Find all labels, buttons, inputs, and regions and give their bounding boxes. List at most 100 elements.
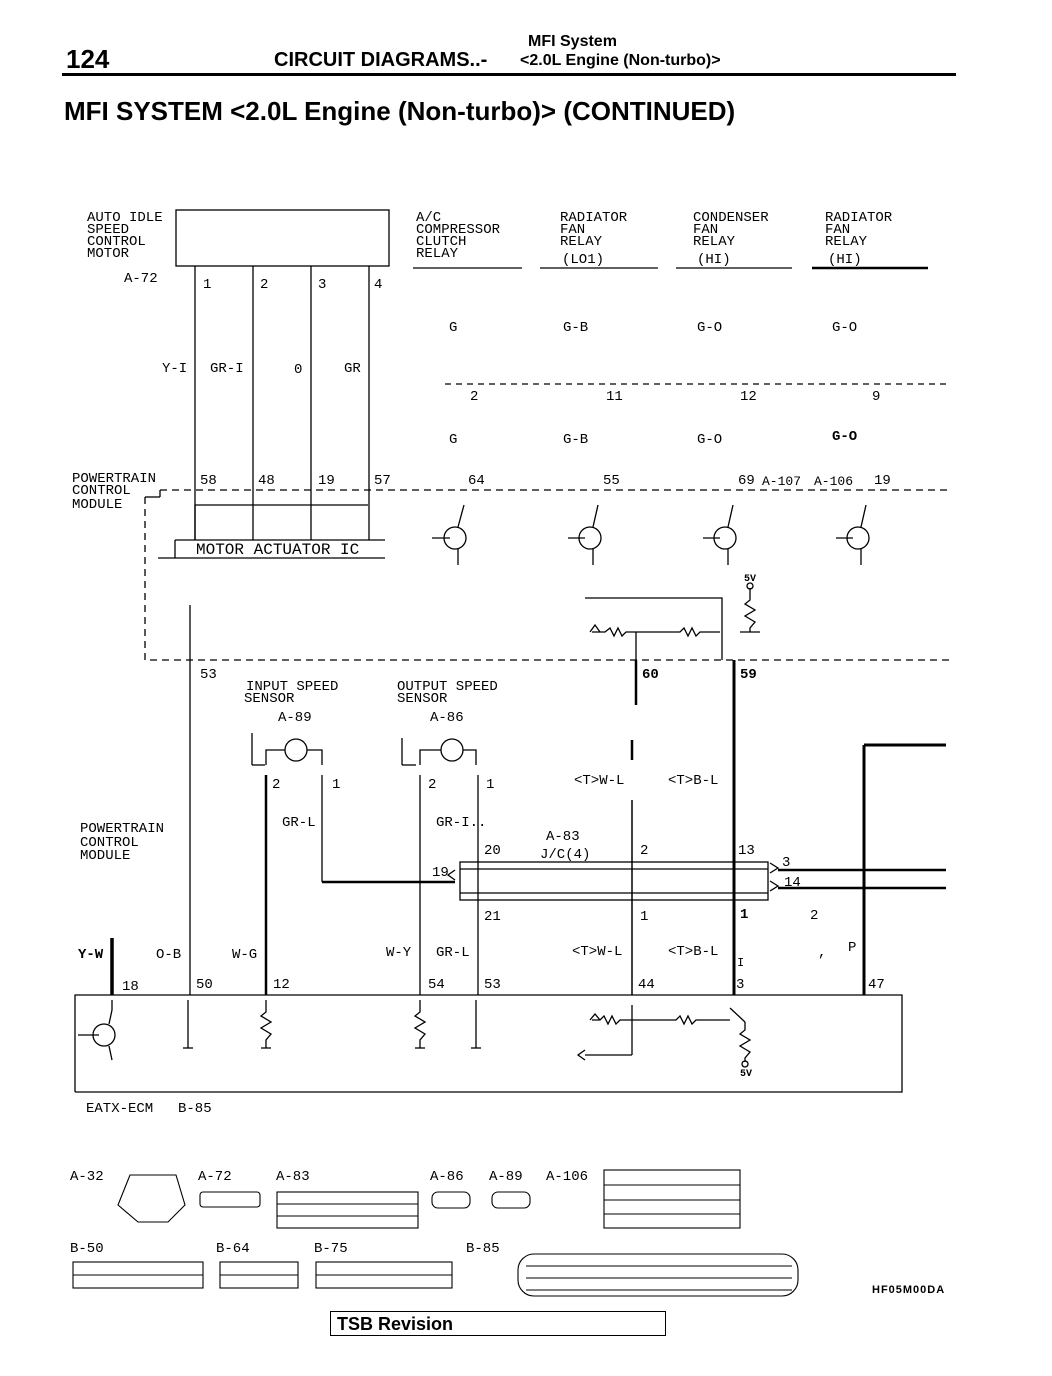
relay-pin-mid-3: 12 [740, 389, 757, 405]
rad-fan-hi-label-1: RADIATOR [825, 210, 893, 226]
pcm-pin-48: 48 [258, 473, 275, 489]
relay-wire-bot-3: G-O [697, 432, 722, 448]
output-sensor-label-1: OUTPUT SPEED [397, 679, 498, 695]
idle-motor-label-1: AUTO IDLE [87, 210, 163, 226]
jc-pin-2b: 2 [810, 908, 818, 924]
page-title: MFI SYSTEM <2.0L Engine (Non-turbo)> (CO… [64, 96, 736, 126]
rad-fan-hi-label-3: RELAY [825, 234, 868, 250]
relay-wire-top-3: G-O [697, 320, 722, 336]
ecm-wire-tw-l: <T>W-L [572, 944, 622, 960]
wire-idle-2: GR-I [210, 361, 244, 377]
jc-pin-20: 20 [484, 843, 501, 859]
jc-pin-14: 14 [784, 875, 801, 891]
idle-motor-label-2: SPEED [87, 222, 129, 238]
connector-a89 [491, 1191, 531, 1209]
wire-idle-4: GR [344, 361, 361, 377]
jc-wire-gr-l: GR-L [282, 815, 316, 831]
page-number: 124 [66, 44, 110, 74]
input-sensor-label-1: INPUT SPEED [246, 679, 338, 695]
ecm-pin-18: 18 [122, 979, 139, 995]
ecm-pin-54: 54 [428, 977, 445, 993]
conn-label-b50: B-50 [70, 1241, 104, 1257]
jc-pin-1b: 1 [740, 907, 748, 923]
pcm-top-label-2: CONTROL [72, 483, 131, 499]
relay-pin-mid-1: 2 [470, 389, 478, 405]
cond-fan-hi-label-3: RELAY [693, 234, 736, 250]
v5-bot: 5V [740, 1069, 752, 1080]
idle-motor-label-4: MOTOR [87, 246, 130, 262]
jc-label: J/C(4) [540, 847, 590, 863]
jc-pin-2: 2 [640, 843, 648, 859]
ecm-wire-y-w: Y-W [78, 947, 104, 963]
pin-60: 60 [642, 667, 659, 683]
rad-fan-lo-label-3: RELAY [560, 234, 603, 250]
idle-pin-1: 1 [203, 277, 211, 293]
wire-idle-1: Y-I [162, 361, 187, 377]
ecm-pin-12: 12 [273, 977, 290, 993]
ecm-wire-o-b: O-B [156, 947, 181, 963]
output-pin-1: 1 [486, 777, 494, 793]
relay-pin-mid-2: 11 [606, 389, 623, 405]
jc-wire-gr-i: GR-I.. [436, 815, 486, 831]
relay-wire-top-4: G-O [832, 320, 857, 336]
ecm-wire-w-g: W-G [232, 947, 257, 963]
misc-i: I [737, 956, 744, 970]
cond-fan-hi-label-4: (HI) [697, 252, 731, 268]
connector-a83 [276, 1191, 419, 1229]
jc-pin-19: 19 [432, 865, 449, 881]
input-sensor-connector: A-89 [278, 710, 312, 726]
jc-pin-3: 3 [782, 855, 790, 871]
cond-fan-hi-label-1: CONDENSER [693, 210, 769, 226]
misc-comma: , [818, 945, 826, 961]
pcm-top-label-3: MODULE [72, 497, 122, 513]
relay-pin-pcm-19: 19 [874, 473, 891, 489]
idle-pin-4: 4 [374, 277, 382, 293]
motor-ic-label: MOTOR ACTUATOR IC [196, 541, 359, 559]
ecm-pin-50: 50 [196, 977, 213, 993]
conn-label-a72: A-72 [198, 1169, 232, 1185]
ecm-wire-p: P [848, 940, 856, 956]
output-sensor-connector: A-86 [430, 710, 464, 726]
relay-pin-mid-4: 9 [872, 389, 880, 405]
pcm-mid-label-3: MODULE [80, 848, 130, 864]
ecm-connector: B-85 [178, 1101, 212, 1117]
ecm-pin-44: 44 [638, 977, 655, 993]
v5-top: 5V [744, 574, 756, 585]
pcm-mid-label-1: POWERTRAIN [80, 821, 164, 837]
rad-fan-hi-label-4: (HI) [828, 252, 862, 268]
rad-fan-lo-label-1: RADIATOR [560, 210, 628, 226]
pin-59: 59 [740, 667, 757, 683]
ac-relay-label-2: COMPRESSOR [416, 222, 501, 238]
figure-code: HF05M00DA [872, 1284, 946, 1296]
conn-label-a106: A-106 [546, 1169, 588, 1185]
wire-idle-3: 0 [294, 362, 302, 378]
idle-pin-3: 3 [318, 277, 326, 293]
input-pin-2: 2 [272, 777, 280, 793]
ac-relay-label-4: RELAY [416, 246, 459, 262]
relay-wire-top-2: G-B [563, 320, 588, 336]
jc-pin-21: 21 [484, 909, 501, 925]
a106-label: A-106 [814, 474, 853, 489]
pcm-pin-58: 58 [200, 473, 217, 489]
tw-l-top: <T>W-L [574, 773, 624, 789]
relay-pin-pcm-69: 69 [738, 473, 755, 489]
pcm-pin-19a: 19 [318, 473, 335, 489]
tb-l-top: <T>B-L [668, 773, 718, 789]
output-pin-2: 2 [428, 777, 436, 793]
connector-a86 [431, 1191, 471, 1209]
rad-fan-lo-label-2: FAN [560, 222, 585, 238]
conn-label-a89: A-89 [489, 1169, 523, 1185]
ac-relay-label-3: CLUTCH [416, 234, 466, 250]
jc-connector: A-83 [546, 829, 580, 845]
a107-label: A-107 [762, 474, 801, 489]
input-pin-1: 1 [332, 777, 340, 793]
pcm-mid-label-2: CONTROL [80, 835, 139, 851]
pin-53-top: 53 [200, 667, 217, 683]
connector-a106 [603, 1169, 741, 1229]
conn-label-a86: A-86 [430, 1169, 464, 1185]
conn-label-b64: B-64 [216, 1241, 250, 1257]
tsb-revision-box: TSB Revision [330, 1311, 666, 1336]
ecm-pin-47: 47 [868, 977, 885, 993]
pcm-top-label-1: POWERTRAIN [72, 471, 156, 487]
header-system: MFI System [528, 33, 617, 50]
